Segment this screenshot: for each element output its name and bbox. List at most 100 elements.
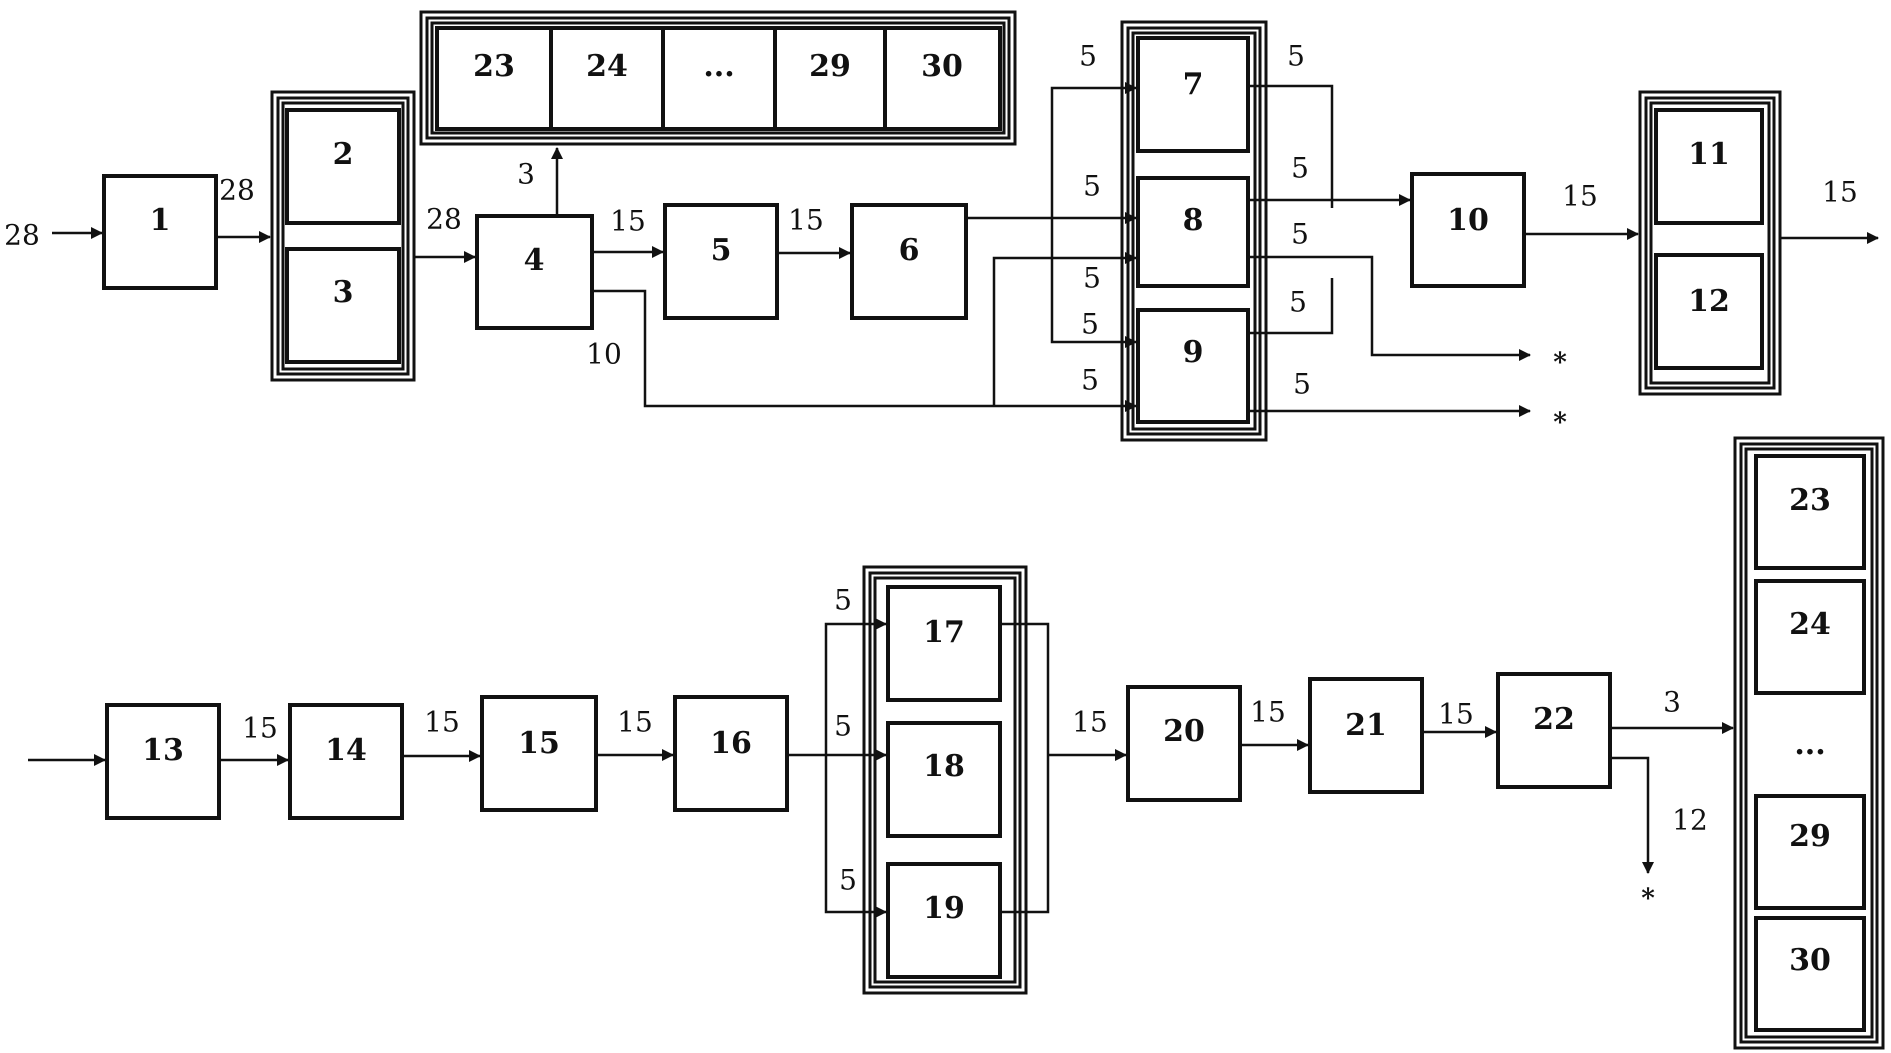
group-17-19: [862, 565, 1028, 995]
edge-label-19-20: 15: [1072, 706, 1108, 739]
block-6: [850, 203, 968, 320]
block-11: [1654, 108, 1764, 225]
block-13: [105, 703, 221, 820]
edge-label-22-down: 12: [1672, 804, 1708, 837]
top-store-label-dots: ...: [703, 49, 734, 84]
edge-label-out9b: 5: [1293, 368, 1311, 401]
right-store-cell-30: [1754, 916, 1866, 1032]
block-3: [285, 247, 401, 364]
block-2: [285, 108, 401, 225]
block-17: [886, 585, 1002, 702]
block-22-label: 22: [1533, 702, 1575, 737]
block-16: [673, 695, 789, 812]
block-13-label: 13: [142, 733, 184, 768]
edge-label-14-15: 15: [424, 706, 460, 739]
block-2-label: 2: [333, 137, 354, 172]
group-11-12: [1638, 90, 1782, 396]
edge-label-13-14: 15: [242, 712, 278, 745]
edge-label-out12: 15: [1822, 176, 1858, 209]
right-store-label-23: 23: [1789, 483, 1831, 518]
edge-label-in8a: 5: [1083, 170, 1101, 203]
block-9-label: 9: [1183, 335, 1204, 370]
top-store-label-24: 24: [586, 49, 628, 84]
block-20-label: 20: [1163, 714, 1205, 749]
block-15: [480, 695, 598, 812]
block-9: [1136, 308, 1250, 424]
edge-label-2-4: 28: [426, 203, 462, 236]
edge-label-4-store: 3: [517, 158, 535, 191]
block-16-label: 16: [710, 726, 752, 761]
edge-label-in7a: 5: [1079, 40, 1097, 73]
block-19-label: 19: [923, 891, 965, 926]
right-store-label-30: 30: [1789, 943, 1831, 978]
edge-label-out8b: 5: [1291, 218, 1309, 251]
block-22: [1496, 672, 1612, 789]
star-marker-3: *: [1641, 884, 1655, 914]
edge-label-in17: 5: [834, 584, 852, 617]
block-7: [1136, 36, 1250, 153]
block-17-label: 17: [923, 615, 965, 650]
group-top-store: [419, 10, 1017, 146]
group-7-9: [1120, 20, 1268, 442]
edge-label-in19: 5: [839, 864, 857, 897]
edge-label-in18: 5: [834, 710, 852, 743]
block-3-label: 3: [333, 275, 354, 310]
edge-label-4-bus: 10: [586, 338, 622, 371]
block-5: [663, 203, 779, 320]
edge-label-out8a: 5: [1291, 152, 1309, 185]
edge-label-in-1: 28: [4, 219, 40, 252]
edge-label-in9a: 5: [1081, 308, 1099, 341]
block-18-label: 18: [923, 749, 965, 784]
right-store-cell-29: [1754, 794, 1866, 910]
block-1: [102, 174, 218, 290]
bottom-connectors: [28, 618, 1734, 918]
block-8-label: 8: [1183, 203, 1204, 238]
edge-label-out7: 5: [1287, 40, 1305, 73]
group-right-store: [1733, 436, 1885, 1050]
edge-label-in9b: 5: [1081, 364, 1099, 397]
block-21: [1308, 677, 1424, 794]
block-18: [886, 721, 1002, 838]
block-10: [1410, 172, 1526, 288]
top-store-label-29: 29: [809, 49, 851, 84]
star-marker-2: *: [1553, 408, 1567, 438]
block-10-label: 10: [1447, 203, 1489, 238]
top-connectors: [52, 82, 1879, 417]
block-12: [1654, 253, 1764, 370]
block-21-label: 21: [1345, 708, 1387, 743]
edge-label-20-21: 15: [1250, 696, 1286, 729]
edge-label-22-store: 3: [1663, 686, 1681, 719]
edge-label-5-6: 15: [788, 204, 824, 237]
right-store-cell-24: [1754, 579, 1866, 695]
edge-label-in8b: 5: [1083, 262, 1101, 295]
block-20: [1126, 685, 1242, 802]
block-12-label: 12: [1688, 284, 1730, 319]
block-14-label: 14: [325, 733, 367, 768]
block-19: [886, 862, 1002, 979]
edge-label-21-22: 15: [1438, 698, 1474, 731]
right-store-label-24: 24: [1789, 607, 1831, 642]
block-14: [288, 703, 404, 820]
edge-label-out9a: 5: [1289, 286, 1307, 319]
top-store-cell-30: [883, 26, 1002, 131]
block-8: [1136, 176, 1250, 288]
block-11-label: 11: [1688, 137, 1730, 172]
top-store-label-30: 30: [921, 49, 963, 84]
block-7-label: 7: [1183, 67, 1204, 102]
edge-label-1-2: 28: [219, 174, 255, 207]
block-1-label: 1: [150, 203, 171, 238]
block-4: [475, 214, 594, 330]
right-store-cell-23: [1754, 454, 1866, 570]
group-2-3: [270, 90, 416, 382]
block-5-label: 5: [711, 233, 732, 268]
block-6-label: 6: [899, 233, 920, 268]
right-store-label-29: 29: [1789, 819, 1831, 854]
star-marker-1: *: [1553, 348, 1567, 378]
block-4-label: 4: [524, 243, 545, 278]
block-15-label: 15: [518, 726, 560, 761]
top-store-label-23: 23: [473, 49, 515, 84]
edge-label-4-5: 15: [610, 205, 646, 238]
right-store-label-dots: ...: [1794, 727, 1825, 762]
edge-label-15-16: 15: [617, 706, 653, 739]
